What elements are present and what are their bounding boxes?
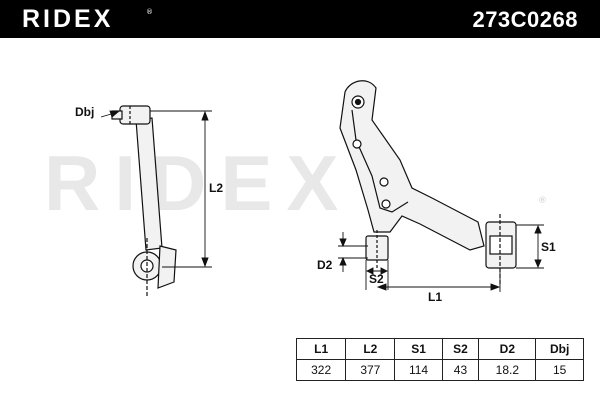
dimension-d2 — [338, 232, 368, 272]
watermark-registered-mark: ® — [538, 196, 547, 206]
spec-header-s2: S2 — [441, 338, 480, 360]
spec-header-dbj: Dbj — [535, 338, 584, 360]
side-view-ball-joint — [119, 105, 151, 125]
d2-arrow-bottom — [339, 256, 347, 266]
l2-arrow-top — [201, 110, 209, 121]
top-view-flange — [351, 109, 409, 213]
l2-label: L2 — [209, 181, 223, 195]
spec-value-s1: 114 — [394, 359, 443, 381]
spec-header-l2: L2 — [345, 338, 396, 360]
spec-header-l1: L1 — [295, 338, 347, 360]
l1-arrow-right — [490, 283, 501, 291]
watermark-logo: RIDEX — [44, 139, 352, 227]
spec-value-dbj: 15 — [535, 359, 584, 381]
part-number: 273C0268 — [472, 7, 578, 32]
top-view-hole-top-center — [354, 98, 362, 106]
d2-label: D2 — [317, 258, 333, 272]
technical-drawing: RIDEX ® L2 Dbj — [44, 80, 556, 304]
spec-table: L1 L2 S1 S2 D2 Dbj 322 377 114 43 18.2 1… — [295, 338, 584, 381]
l1-label: L1 — [428, 290, 442, 304]
header-bar: RIDEX ® 273C0268 — [0, 0, 600, 38]
d2-arrow-top — [339, 238, 347, 248]
spec-value-l2: 377 — [345, 359, 396, 381]
l2-arrow-bottom — [201, 257, 209, 268]
dimension-dbj — [100, 110, 120, 118]
l1-arrow-left — [376, 283, 387, 291]
dbj-arrow — [109, 110, 120, 118]
spec-header-d2: D2 — [478, 338, 537, 360]
brand-logo: RIDEX — [22, 5, 114, 33]
dbj-label: Dbj — [75, 105, 94, 119]
dimension-l2 — [150, 110, 212, 268]
spec-table-value-row: 322 377 114 43 18.2 15 — [295, 359, 584, 381]
s2-label: S2 — [369, 272, 384, 286]
s2-arrow-left — [365, 267, 374, 275]
top-view — [339, 80, 517, 284]
top-view-hole-lower — [381, 199, 391, 209]
spec-header-s1: S1 — [394, 338, 443, 360]
brand-registered-mark: ® — [146, 8, 153, 16]
spec-value-d2: 18.2 — [478, 359, 537, 381]
dimension-s2 — [365, 260, 389, 290]
dimension-s1 — [516, 224, 544, 269]
top-view-hole-middle — [379, 177, 389, 187]
spec-value-l1: 322 — [295, 359, 347, 381]
dimension-l1 — [376, 270, 501, 292]
s1-arrow-bottom — [534, 259, 542, 269]
s1-arrow-top — [534, 224, 542, 234]
s1-label: S1 — [541, 240, 556, 254]
s2-arrow-right — [380, 267, 389, 275]
spec-table-header-row: L1 L2 S1 S2 D2 Dbj — [295, 338, 584, 360]
top-view-hole-upper — [352, 139, 362, 149]
spec-value-s2: 43 — [441, 359, 480, 381]
top-view-bushing-core — [489, 235, 513, 255]
